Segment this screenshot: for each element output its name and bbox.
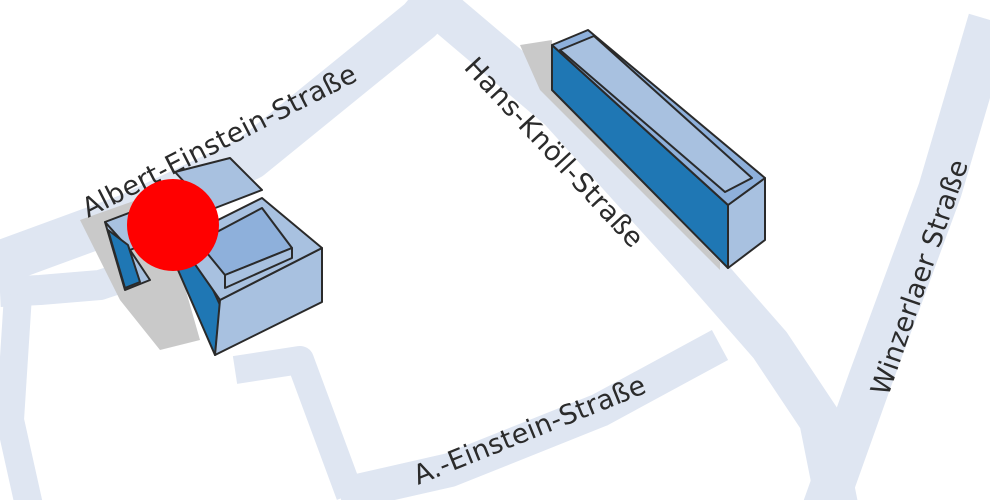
- road-a-einstein: [336, 330, 729, 500]
- building-roof: [559, 35, 753, 193]
- road-winzerlaer: [803, 13, 990, 500]
- road-south-link: [232, 346, 364, 500]
- street-label-a-einstein: A.-Einstein-Straße: [409, 370, 651, 492]
- building-east: [520, 29, 766, 270]
- road-hans-knoell: [416, 0, 858, 500]
- building-front: [107, 229, 141, 289]
- building-shadow: [520, 40, 720, 270]
- location-dot-icon[interactable]: [127, 179, 219, 271]
- road-west-vertical: [0, 294, 43, 500]
- building-side: [224, 247, 293, 289]
